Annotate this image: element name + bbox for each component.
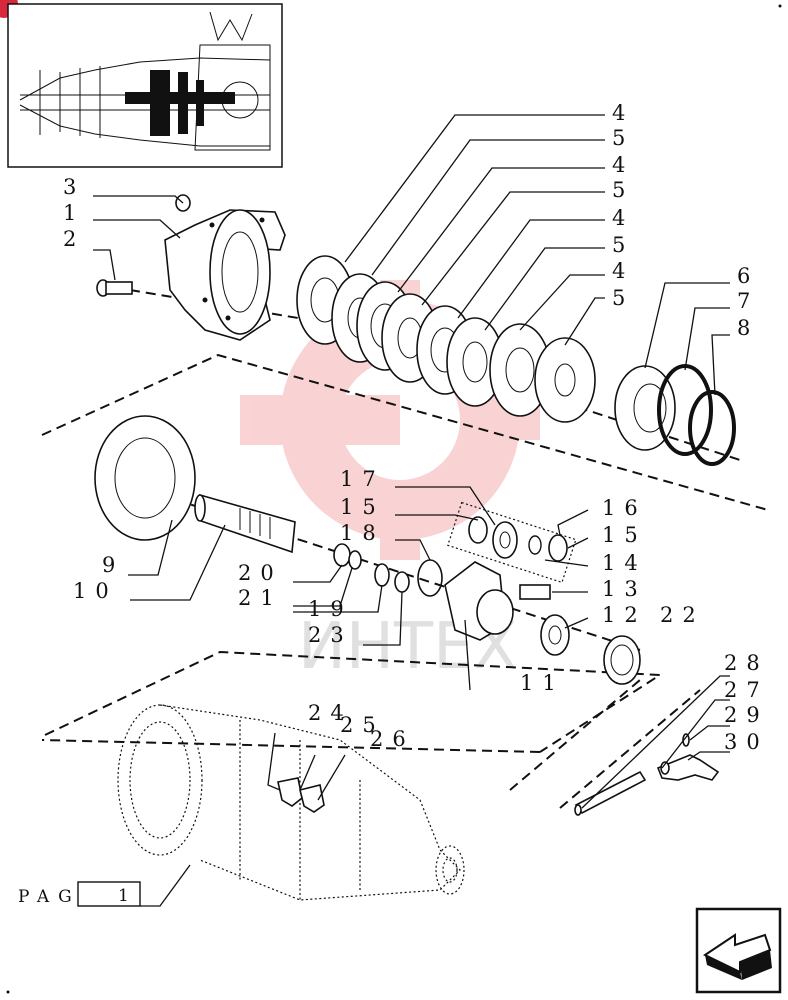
page-reference-number: 1 [118, 886, 138, 906]
callout-2: 2 [63, 227, 85, 251]
callout-4: 4 [612, 153, 634, 177]
callout-18: 18 [340, 521, 385, 545]
part-washer-23 [394, 571, 410, 593]
part-washer-16 [528, 535, 542, 555]
callout-3: 3 [63, 175, 85, 199]
callout-13: 13 [602, 577, 647, 601]
callout-5: 5 [612, 286, 634, 310]
part-differential-case [444, 561, 514, 641]
callout-21: 21 [238, 586, 283, 610]
callout-28: 28 [724, 651, 769, 675]
callout-5: 5 [612, 178, 634, 202]
part-pin [519, 584, 551, 600]
part-group-bracket [447, 501, 577, 584]
callout-25: 25 [340, 713, 385, 737]
callout-7: 7 [737, 289, 759, 313]
callout-5: 5 [612, 233, 634, 257]
part-pinion-shaft [194, 493, 296, 554]
callout-11: 11 [520, 671, 565, 695]
part-thrust-washer-19 [374, 563, 390, 587]
arrow-next-page-icon [702, 933, 772, 980]
part-shift-fork [656, 733, 720, 781]
callout-26: 26 [370, 727, 415, 751]
callout-30: 30 [724, 730, 769, 754]
part-washer-21 [348, 550, 362, 570]
part-circlip-18 [417, 559, 443, 597]
callout-17: 17 [340, 467, 385, 491]
part-ring-gear [94, 415, 196, 541]
page-reference-label: PAG. [18, 887, 95, 907]
callout-27: 27 [724, 678, 769, 702]
callout-4: 4 [612, 259, 634, 283]
callout-23: 23 [308, 623, 353, 647]
callout-20: 20 [238, 561, 283, 585]
callout-12: 12 [602, 603, 647, 627]
callout-5: 5 [612, 126, 634, 150]
callout-4: 4 [612, 206, 634, 230]
next-page-button[interactable] [695, 907, 782, 994]
callout-1: 1 [63, 201, 85, 225]
part-idler-gear [492, 521, 518, 559]
callout-15: 15 [602, 523, 647, 547]
part-seal-ring-inner [688, 390, 736, 466]
callout-16: 16 [602, 496, 647, 520]
part-shift-rod [574, 770, 647, 816]
part-snap-ring-2 [548, 534, 568, 562]
part-washer-20 [333, 543, 351, 567]
part-bevel-gear [540, 614, 570, 656]
leader-lines [93, 114, 730, 809]
callout-24: 24 [308, 701, 353, 725]
page-reference[interactable]: PAG. 1 [18, 864, 191, 907]
part-carrier-housing [164, 209, 286, 341]
part-lock-plates [277, 777, 325, 813]
group-boundary-upper [41, 353, 769, 511]
callout-8: 8 [737, 316, 759, 340]
callout-22: 22 [660, 603, 705, 627]
part-bolt [96, 279, 133, 297]
part-steel-plate-4 [534, 337, 596, 423]
callout-19: 19 [308, 597, 353, 621]
part-axle-housing [117, 704, 465, 901]
locator-thumbnail [7, 3, 283, 168]
callout-4: 4 [612, 101, 634, 125]
corner-dot [778, 4, 782, 8]
callout-14: 14 [602, 551, 647, 575]
callout-labels: 4 5 4 5 4 5 4 5 6 7 8 3 1 2 9 10 17 15 1… [63, 101, 769, 754]
callout-9: 9 [102, 553, 124, 577]
part-snap-ring-1 [468, 516, 488, 544]
callout-10: 10 [73, 579, 118, 603]
part-bearing-cup [603, 635, 641, 685]
callout-15: 15 [340, 495, 385, 519]
callout-6: 6 [737, 264, 759, 288]
part-steel-plate-3 [446, 317, 504, 407]
callout-29: 29 [724, 703, 769, 727]
corner-dot [6, 990, 10, 994]
